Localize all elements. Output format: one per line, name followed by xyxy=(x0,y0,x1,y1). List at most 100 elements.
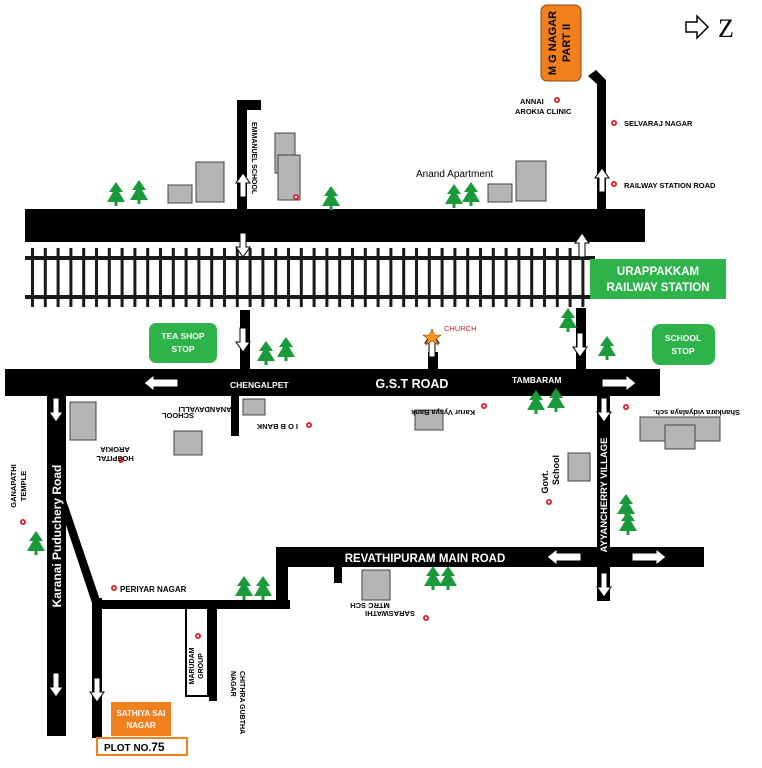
railway-tie xyxy=(107,248,111,307)
tambaram-label: TAMBARAM xyxy=(512,375,561,385)
gst-road xyxy=(5,369,660,396)
karur-vysya-label: Karur Vysya Bank xyxy=(410,408,475,417)
top-road xyxy=(25,209,645,242)
sathiya-nagar-label: NAGAR xyxy=(126,721,156,730)
railway-tie xyxy=(261,248,265,307)
annai-label: ANNAI xyxy=(520,97,544,106)
iob-bank-label: I O B BANK xyxy=(256,422,298,431)
railway-tie xyxy=(325,248,329,307)
mg-nagar-part-label: PART II xyxy=(561,24,573,62)
railway-tie xyxy=(146,248,150,307)
anandavalli-school-label: SCHOOL xyxy=(162,411,195,420)
railway-tie xyxy=(338,248,342,307)
marudam-label: MARUDAM xyxy=(189,647,196,684)
chithra-nagar-label: NAGAR xyxy=(229,671,236,697)
railway-tie xyxy=(530,248,534,307)
railway-tie xyxy=(299,248,303,307)
railway-tie xyxy=(491,248,495,307)
shankara-label: Shankara vidyalaya sch. xyxy=(653,408,740,417)
arokia-hospital-label: HOSPITAL xyxy=(96,454,134,463)
north-symbol: Z xyxy=(718,14,734,43)
sathiya-sai-label: SATHIYA SAI xyxy=(116,709,165,718)
chithra-gubtha-label: CHITHRA GUBTHA xyxy=(238,671,245,734)
anandavalli-label: ANANDAVALLI xyxy=(178,405,231,414)
north-arrow-icon xyxy=(685,14,710,40)
periyar-nagar-label: PERIYAR NAGAR xyxy=(120,585,187,594)
school-stop-box xyxy=(652,324,715,365)
railway-station-road-label: RAILWAY STATION ROAD xyxy=(624,181,716,190)
railway-tie xyxy=(133,248,137,307)
railway-tie xyxy=(171,248,175,307)
arokia-clinic-label: AROKIA CLINIC xyxy=(515,107,572,116)
marudam-group-label: GROUP xyxy=(198,653,205,679)
railway-tie xyxy=(427,248,431,307)
railway-tie xyxy=(287,248,290,307)
emmanuel-road xyxy=(237,100,247,210)
railway-tie xyxy=(351,248,354,307)
railway-tie xyxy=(31,248,34,307)
school-stop-label: SCHOOL xyxy=(665,333,701,343)
karanai-road xyxy=(47,396,66,736)
railway-tie xyxy=(543,248,546,307)
anand-apartment-label: Anand Apartment xyxy=(416,169,493,180)
railway-tie xyxy=(69,248,73,307)
railway-tie xyxy=(453,248,457,307)
railway-tie xyxy=(235,248,239,307)
railway-station-box xyxy=(590,259,726,299)
revathipuram-road xyxy=(276,547,704,567)
saraswathi-label: SARASWATHI xyxy=(365,609,415,618)
railway-tie xyxy=(376,248,380,307)
selvaraj-label: SELVARAJ NAGAR xyxy=(624,119,693,128)
tea-shop-stop-box xyxy=(149,323,217,363)
railway-tie xyxy=(43,248,47,307)
railway-tie xyxy=(440,248,444,307)
ayyancherry-road-label: AYYANCHERRY VILLAGE xyxy=(599,438,610,553)
railway-track xyxy=(25,248,595,307)
railway-tie xyxy=(389,248,393,307)
periyar-road xyxy=(95,600,290,609)
railway-station-label: URAPPAKKAM xyxy=(617,266,699,278)
plot-label: PLOT NO.75 xyxy=(104,740,165,754)
gst-road-label: G.S.T ROAD xyxy=(376,377,449,391)
railway-tie xyxy=(274,248,278,307)
chengalpet-label: CHENGALPET xyxy=(230,380,289,390)
railway-tie xyxy=(479,248,482,307)
ganapathi-temple-label: TEMPLE xyxy=(19,471,28,501)
church-icon xyxy=(422,328,442,346)
railway-tie xyxy=(402,248,406,307)
railway-tie xyxy=(210,248,214,307)
ganapathi-label: GANAPATHI xyxy=(9,464,18,507)
plot-box xyxy=(96,737,188,756)
church-label: CHURCH xyxy=(444,324,477,333)
railway-tie xyxy=(223,248,226,307)
karanai-road-label: Karanai Puduchery Road xyxy=(50,465,64,608)
railway-tie xyxy=(184,248,188,307)
railway-tie xyxy=(363,248,367,307)
mg-nagar-label: M G NAGAR xyxy=(547,11,559,75)
railway-station-label-2: RAILWAY STATION xyxy=(606,282,709,294)
tea-shop-stop-label: STOP xyxy=(172,344,195,354)
railway-tie xyxy=(120,248,124,307)
railway-tie xyxy=(95,248,98,307)
sathiya-sai-nagar-box xyxy=(111,702,171,736)
railway-tie xyxy=(197,248,201,307)
tea-shop-label: TEA SHOP xyxy=(161,331,204,341)
railway-tie xyxy=(581,248,585,307)
railway-tie xyxy=(56,248,60,307)
govt-school-label: School xyxy=(551,455,561,485)
railway-tie xyxy=(466,248,470,307)
railway-tie xyxy=(82,248,86,307)
railway-tie xyxy=(517,248,521,307)
railway-tie xyxy=(504,248,508,307)
railway-tie xyxy=(159,248,162,307)
railway-tie xyxy=(248,248,252,307)
mg-nagar-box xyxy=(540,4,582,82)
school-stop-label-2: STOP xyxy=(672,346,695,356)
railway-tie xyxy=(415,248,418,307)
revathipuram-road-label: REVATHIPURAM MAIN ROAD xyxy=(345,553,506,565)
emmanuel-school-label: EMMANUEL SCHOOL xyxy=(250,122,257,195)
arokia-label: AROKIA xyxy=(100,445,130,454)
govt-label: Govt. xyxy=(540,470,550,493)
